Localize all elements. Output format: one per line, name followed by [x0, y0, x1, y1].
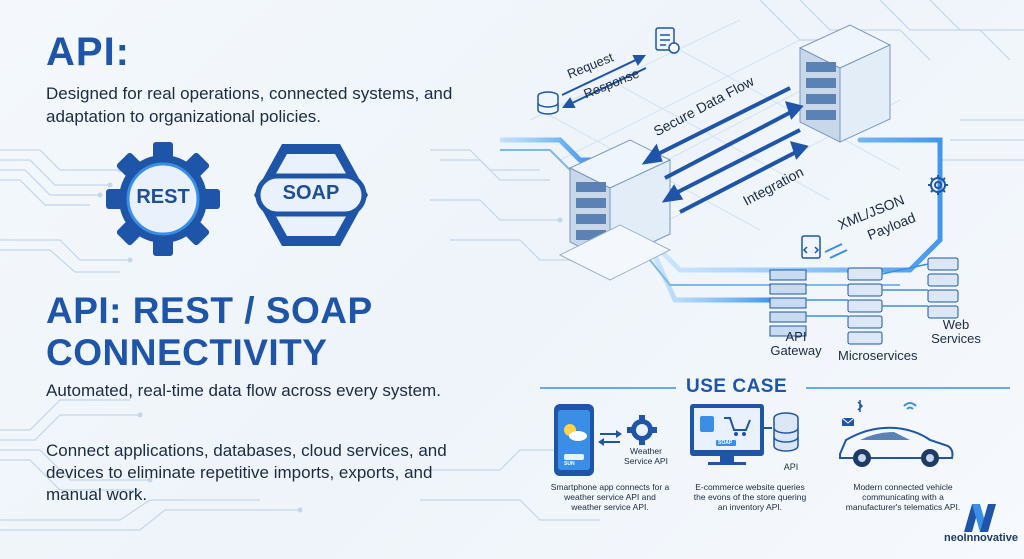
inventory-api-label: API [783, 462, 799, 472]
settings-gear-icon [928, 175, 948, 195]
intro-text: Designed for real operations, connected … [46, 84, 453, 126]
api-architecture-diagram [500, 19, 959, 345]
microservices-label: Microservices [838, 348, 918, 363]
use-case-text-smartphone: Smartphone app connects for a weather se… [550, 482, 670, 512]
use-case-title: USE CASE [686, 376, 788, 397]
rest-label: REST [136, 186, 190, 208]
paragraph-realtime: Automated, real-time data flow across ev… [46, 381, 441, 400]
neoinnovative-logo-icon [964, 504, 996, 532]
connected-car-illustration [839, 400, 954, 467]
use-case-text-ecommerce: E-commerce website queries the evons of … [693, 482, 807, 512]
soap-label: SOAP [282, 182, 340, 204]
phone-screen-label: SUN [564, 461, 575, 467]
page-title: API: [46, 30, 130, 74]
use-case-text-vehicle: Modern connected vehicle communicating w… [845, 482, 961, 512]
weather-service-label: Weather Service API [624, 446, 668, 466]
server-stack-upper [798, 24, 892, 143]
section-heading: API: REST / SOAP CONNECTIVITY [46, 290, 372, 373]
api-gateway-stack [769, 269, 807, 337]
web-services-stack [927, 257, 959, 319]
webpage-button-label: SOAP [718, 440, 733, 446]
use-case-divider [540, 387, 1010, 389]
rest-gear-icon [106, 142, 220, 256]
microservices-stack [847, 267, 883, 345]
brand-name: neoInnovative [944, 532, 1018, 544]
paragraph-connect: Connect applications, databases, cloud s… [46, 441, 447, 504]
document-check-icon [655, 27, 680, 54]
ecommerce-illustration [690, 404, 799, 465]
server-stack-lower [558, 139, 672, 281]
code-file-icon [801, 235, 821, 259]
database-icon [537, 91, 559, 115]
smartphone-weather-illustration [554, 404, 657, 476]
soap-hexagon-icon [254, 144, 368, 246]
web-services-label: Web Services [931, 317, 981, 346]
api-gateway-label: API Gateway [770, 329, 822, 358]
